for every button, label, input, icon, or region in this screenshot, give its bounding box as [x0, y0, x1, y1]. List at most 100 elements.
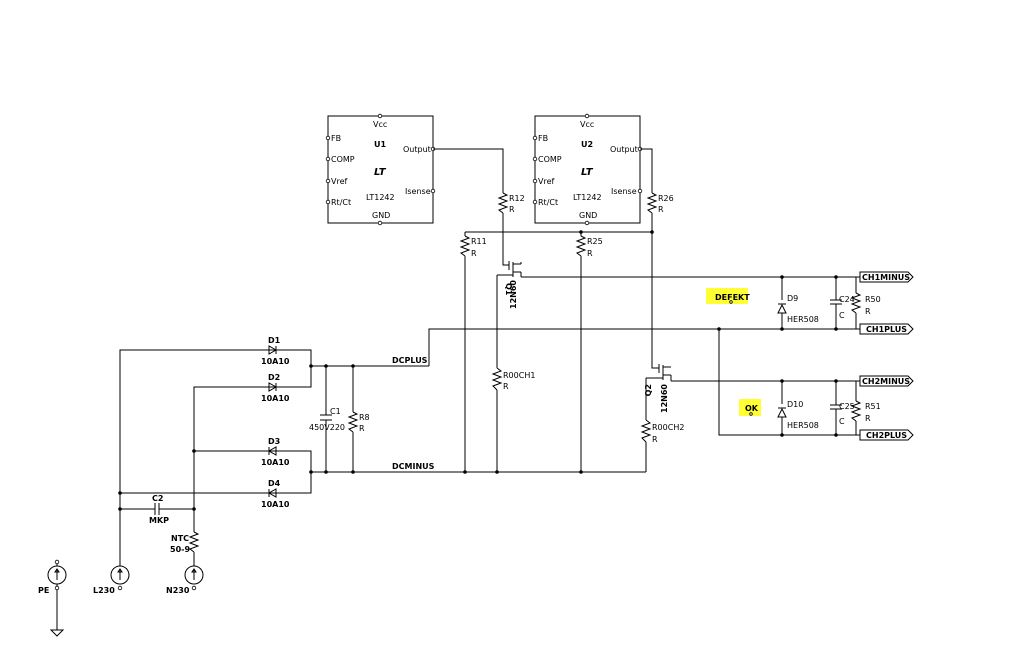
u1-part: LT1242: [366, 193, 395, 202]
port-ch2plus[interactable]: CH2PLUS: [859, 429, 914, 441]
lt-logo-icon: LT: [374, 167, 387, 178]
q1-ref: Q1: [504, 283, 513, 296]
d3-val: 10A10: [261, 458, 290, 467]
d10-val: HER508: [787, 421, 819, 430]
r26-ref: R26: [658, 194, 674, 203]
ntc-val: 50-9: [170, 545, 190, 554]
d2-ref: D2: [268, 373, 280, 382]
resistor-r11[interactable]: R11 R: [459, 235, 487, 258]
r11-val: R: [471, 249, 477, 258]
c25-ref: C25: [839, 402, 855, 411]
r00ch2-ref: R00CH2: [652, 423, 684, 432]
port-ch1plus[interactable]: CH1PLUS: [859, 323, 914, 335]
u1-pin-vref: Vref: [331, 177, 348, 186]
u2-pin-isense: Isense: [611, 187, 637, 196]
c2-val: MKP: [149, 516, 169, 525]
resistor-r00ch2[interactable]: R00CH2 R: [640, 419, 684, 444]
u2-pin-output: Output: [610, 145, 638, 154]
source-l230[interactable]: L230: [93, 565, 130, 595]
wires: [49, 148, 860, 637]
q2-val: 12N60: [660, 384, 669, 413]
diode-d4[interactable]: D4 10A10: [261, 479, 290, 509]
transistor-q2[interactable]: Q2 12N60: [644, 365, 669, 413]
resistor-r00ch1[interactable]: R00CH1 R: [491, 367, 535, 391]
r50-val: R: [865, 307, 871, 316]
u2-pin-fb: FB: [538, 134, 548, 143]
diode-d3[interactable]: D3 10A10: [261, 437, 290, 467]
r00ch1-val: R: [503, 382, 509, 391]
u2-pin-vref: Vref: [538, 177, 555, 186]
port-ch2minus[interactable]: CH2MINUS: [859, 375, 914, 387]
net-label-dcminus: DCMINUS: [392, 462, 435, 471]
c24-ref: C24: [839, 295, 855, 304]
diode-d2[interactable]: D2 10A10: [261, 373, 290, 403]
d9-val: HER508: [787, 315, 819, 324]
r25-val: R: [587, 249, 593, 258]
r51-val: R: [865, 414, 871, 423]
u1-pin-comp: COMP: [331, 155, 355, 164]
diode-d10[interactable]: D10 HER508: [777, 400, 819, 430]
source-n230-label: N230: [166, 586, 190, 595]
u2-pin-vcc: Vcc: [580, 120, 594, 129]
resistor-r26[interactable]: R26 R: [646, 192, 674, 214]
capacitor-c24[interactable]: C24 C: [830, 295, 855, 320]
q1-val: 12N60: [509, 280, 518, 309]
resistor-ntc[interactable]: NTC 50-9: [170, 531, 200, 554]
r00ch2-val: R: [652, 435, 658, 444]
u1-pin-vcc: Vcc: [373, 120, 387, 129]
r12-val: R: [509, 205, 515, 214]
port-ch2minus-label: CH2MINUS: [862, 377, 910, 386]
resistor-r25[interactable]: R25 R: [575, 235, 603, 258]
u1-pin-output: Output: [403, 145, 431, 154]
u1-designator: U1: [374, 140, 386, 149]
port-ch1minus[interactable]: CH1MINUS: [859, 271, 914, 283]
net-label-dcplus: DCPLUS: [392, 356, 428, 365]
u1-pin-gnd: GND: [372, 211, 390, 220]
probe-ok[interactable]: OK: [739, 399, 761, 416]
probe-defekt-label: DEFEKT: [715, 293, 750, 302]
transistor-q1[interactable]: Q1 12N60: [504, 262, 518, 309]
c25-val: C: [839, 417, 845, 426]
resistor-r12[interactable]: R12 R: [497, 192, 525, 214]
r12-ref: R12: [509, 194, 525, 203]
r8-ref: R8: [359, 413, 370, 422]
u2-pin-gnd: GND: [579, 211, 597, 220]
port-ch2plus-label: CH2PLUS: [866, 431, 907, 440]
source-pe-label: PE: [38, 586, 49, 595]
port-ch1plus-label: CH1PLUS: [866, 325, 907, 334]
capacitor-c25[interactable]: C25 C: [830, 402, 855, 426]
ntc-ref: NTC: [171, 534, 189, 543]
r11-ref: R11: [471, 237, 487, 246]
c1-val: 450V220: [309, 423, 345, 432]
u2-part: LT1242: [573, 193, 602, 202]
c24-val: C: [839, 311, 845, 320]
u2-designator: U2: [581, 140, 593, 149]
ic-u1[interactable]: Vcc FB COMP Vref Rt/Ct GND Output Isense…: [325, 113, 436, 226]
resistor-r8[interactable]: R8 R: [347, 411, 370, 433]
d10-ref: D10: [787, 400, 803, 409]
c1-ref: C1: [330, 407, 341, 416]
u1-pin-rtct: Rt/Ct: [331, 198, 351, 207]
r50-ref: R50: [865, 295, 881, 304]
probe-defekt[interactable]: DEFEKT: [706, 288, 750, 304]
d2-val: 10A10: [261, 394, 290, 403]
source-l230-label: L230: [93, 586, 115, 595]
u2-pin-comp: COMP: [538, 155, 562, 164]
junctions: [118, 230, 838, 511]
diode-d1[interactable]: D1 10A10: [261, 336, 290, 366]
lt-logo-icon: LT: [581, 167, 594, 178]
probe-ok-label: OK: [745, 404, 759, 413]
source-pe[interactable]: PE: [38, 559, 67, 595]
resistor-r50[interactable]: R50 R: [850, 292, 881, 316]
resistor-r51[interactable]: R51 R: [850, 400, 881, 423]
ic-u2[interactable]: Vcc FB COMP Vref Rt/Ct GND Output Isense…: [532, 113, 643, 226]
capacitor-c2[interactable]: C2 MKP: [149, 494, 169, 525]
diode-d9[interactable]: D9 HER508: [777, 294, 819, 324]
c2-ref: C2: [152, 494, 163, 503]
port-ch1minus-label: CH1MINUS: [862, 273, 910, 282]
r25-ref: R25: [587, 237, 603, 246]
source-n230[interactable]: N230: [166, 565, 204, 595]
d4-val: 10A10: [261, 500, 290, 509]
d3-ref: D3: [268, 437, 280, 446]
capacitor-c1[interactable]: C1 450V220: [309, 407, 345, 432]
